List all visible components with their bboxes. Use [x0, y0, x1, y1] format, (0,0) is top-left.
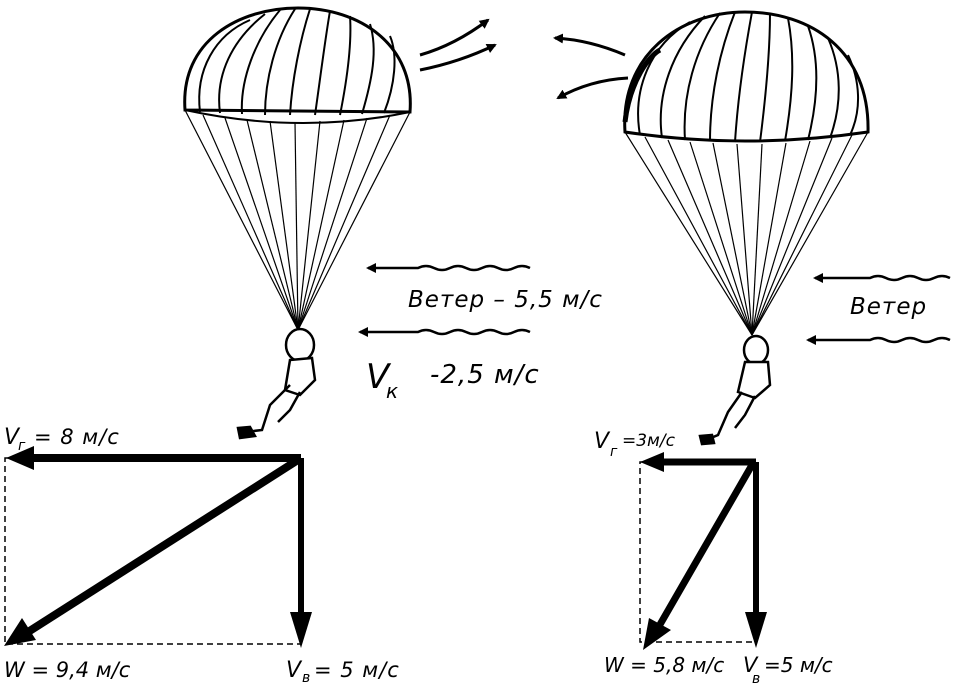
left-wind-label: Ветер – 5,5 м/с	[408, 287, 603, 313]
right-vv-subscript: в	[752, 671, 760, 686]
left-vk-value: -2,5 м/с	[430, 360, 540, 390]
wind-arrow-right-2	[806, 335, 951, 345]
right-vg-subscript: г	[610, 444, 618, 460]
wind-arrow-left-2	[358, 327, 531, 337]
left-canopy-gores	[198, 8, 396, 116]
left-vv-symbol: V	[286, 658, 303, 683]
left-vk-symbol: V	[366, 357, 392, 397]
wind-arrow-left-1	[366, 263, 531, 273]
curved-arrow-left-lower	[556, 76, 629, 100]
wind-arrow-right-1	[813, 273, 951, 283]
left-suspension-lines	[184, 109, 411, 331]
right-vv-value: =5 м/с	[764, 653, 833, 677]
right-w-label: W = 5,8 м/с	[604, 653, 724, 677]
left-vg-symbol: V	[4, 425, 21, 450]
left-w-label: W = 9,4 м/с	[4, 658, 131, 682]
left-vg-subscript: г	[18, 438, 26, 454]
left-vv-value: = 5 м/с	[314, 658, 400, 682]
right-suspension-lines	[624, 131, 869, 336]
right-w-vector	[654, 463, 756, 630]
left-vector-rectangle	[4, 457, 302, 645]
curved-arrow-right-upper	[419, 18, 490, 57]
right-vg-value: =3м/с	[622, 431, 676, 451]
left-vk-subscript: к	[386, 379, 398, 403]
left-vector-diagram	[4, 446, 312, 648]
left-w-vector	[25, 454, 304, 636]
left-wind-arrows	[358, 263, 531, 337]
right-parachute	[622, 10, 870, 446]
right-vv-symbol: V	[743, 653, 759, 677]
left-parachute	[183, 6, 412, 440]
curved-arrow-right-lower	[419, 43, 497, 72]
curved-arrow-left-upper	[553, 33, 626, 57]
left-vg-value: = 8 м/с	[34, 425, 120, 449]
top-wind-arrows	[419, 18, 629, 100]
right-vector-diagram	[639, 452, 767, 650]
left-vv-subscript: в	[302, 670, 310, 686]
right-wind-label: Ветер	[850, 294, 927, 320]
right-parachutist	[698, 334, 772, 446]
left-parachutist	[236, 327, 317, 440]
right-vg-symbol: V	[594, 429, 611, 454]
right-canopy-gores	[637, 11, 859, 143]
right-wind-arrows	[806, 273, 951, 345]
